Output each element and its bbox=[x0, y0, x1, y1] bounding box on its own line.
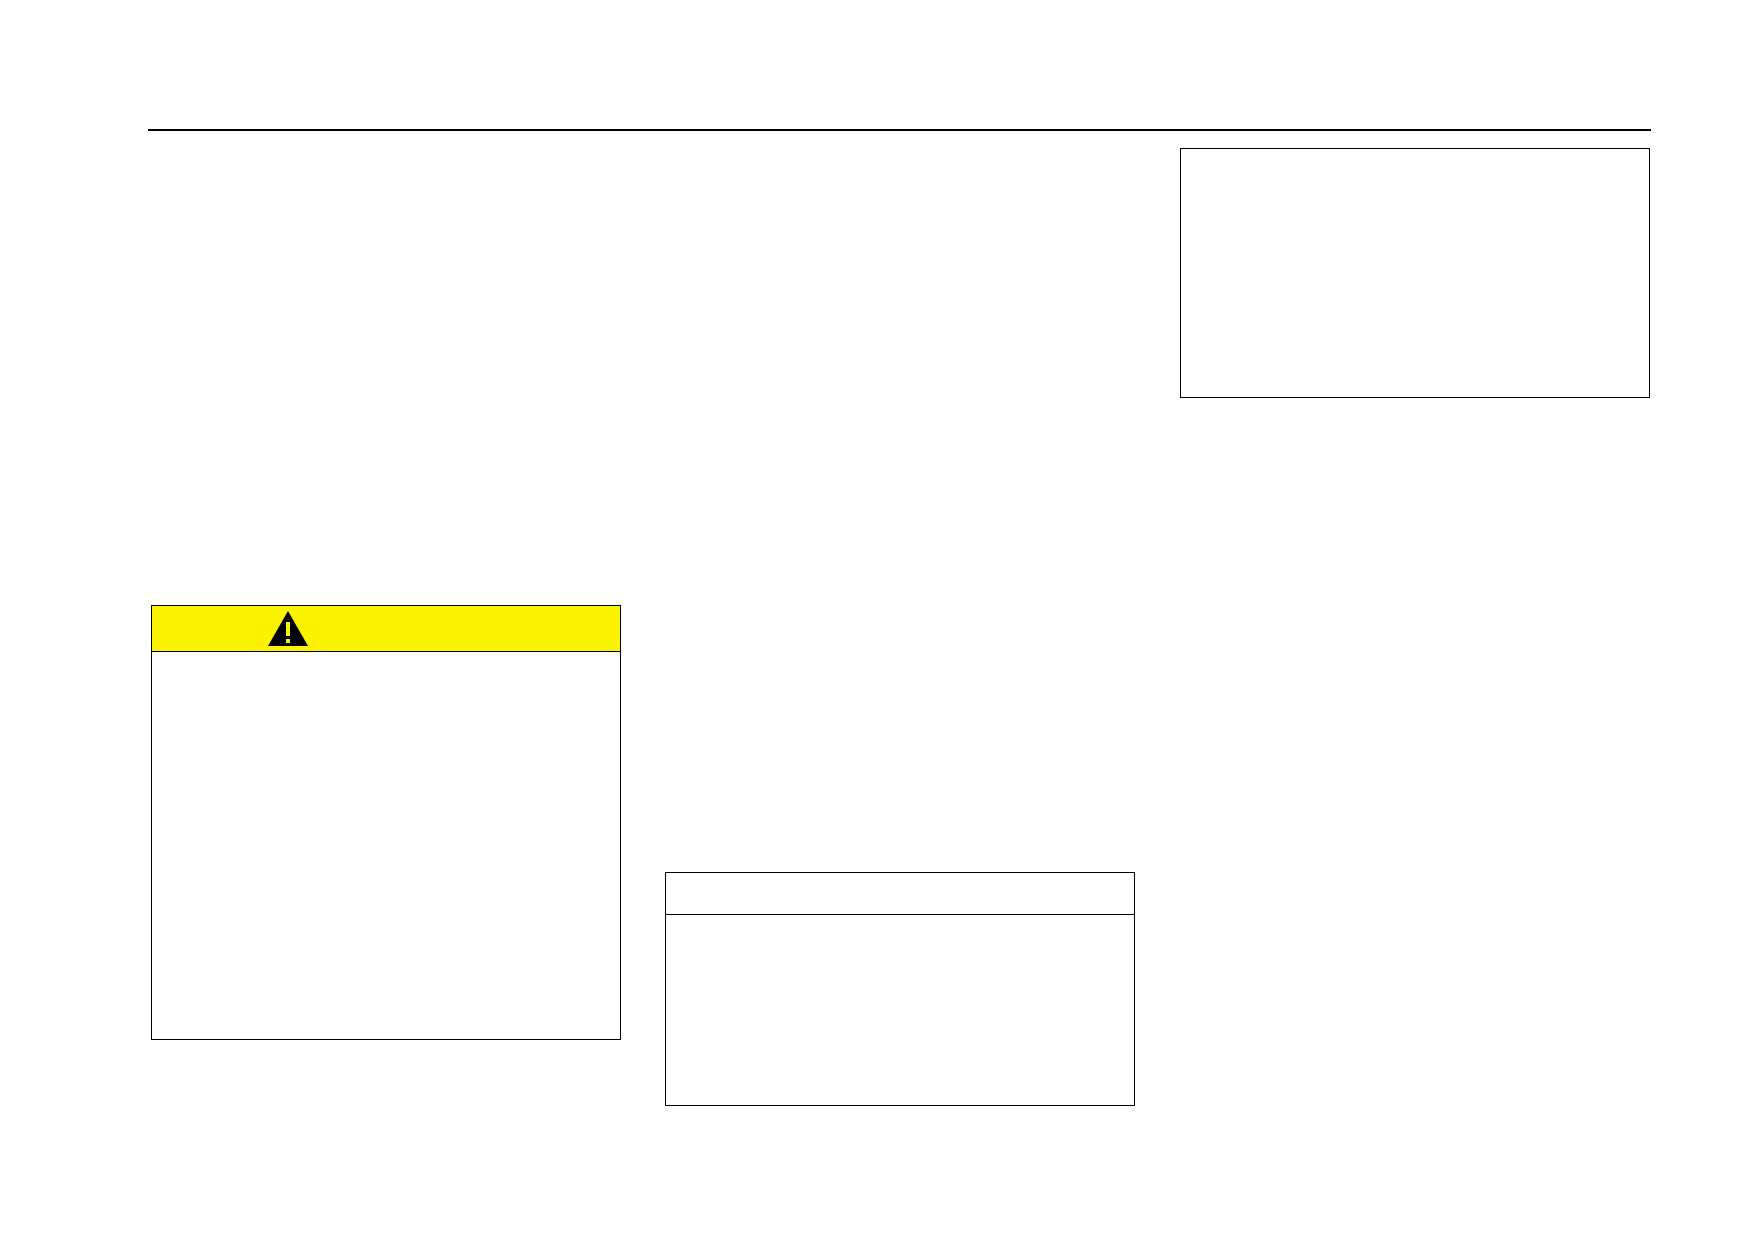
warning-banner bbox=[152, 606, 620, 652]
notice-header bbox=[666, 873, 1134, 915]
warning-triangle-icon bbox=[268, 611, 308, 646]
warning-body bbox=[152, 652, 620, 1039]
notice-box bbox=[665, 872, 1135, 1106]
header-rule bbox=[148, 129, 1651, 131]
notice-body bbox=[666, 915, 1134, 1105]
warning-box bbox=[151, 605, 621, 1040]
info-box bbox=[1180, 148, 1650, 398]
